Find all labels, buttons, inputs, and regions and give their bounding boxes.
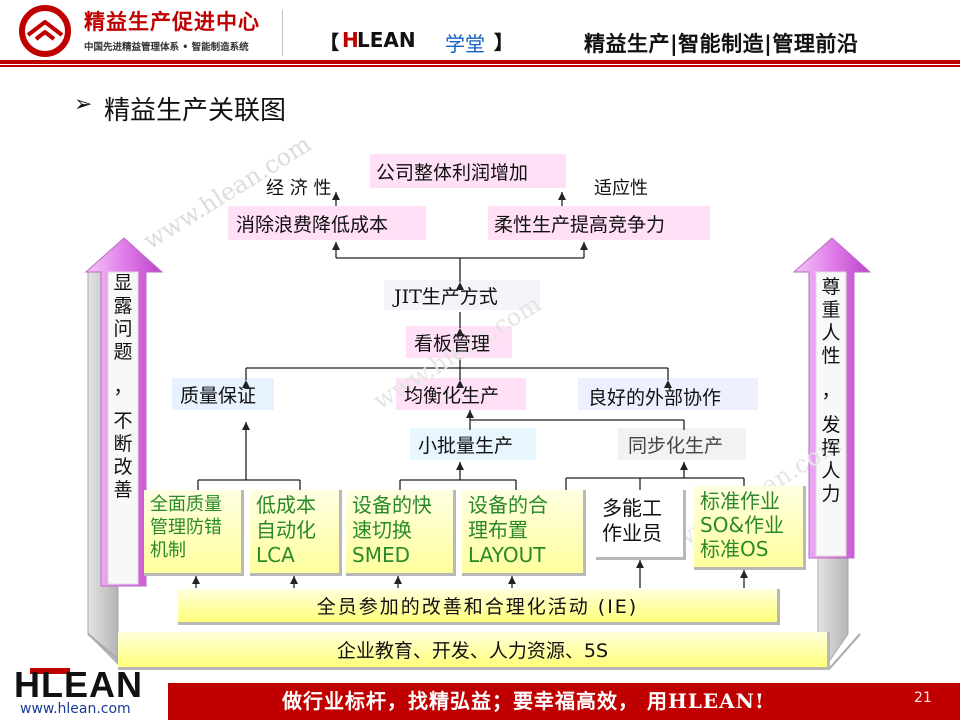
footer-logo: HLEAN (14, 664, 143, 705)
left-arrow-char: 问 (113, 318, 133, 340)
foundation-line: 设备的合 (468, 493, 548, 517)
header-rule (0, 60, 960, 64)
left-arrow-char: ， (113, 376, 133, 398)
foundation-line: 设备的快 (352, 493, 432, 517)
right-arrow-char: 尊 (821, 276, 841, 298)
brand-lean: LEAN (357, 28, 416, 52)
foundation-line: 机制 (150, 540, 186, 561)
foundation-smed-box: 设备的快 速切换 SMED (346, 490, 456, 576)
page-title: 精益生产关联图 (104, 96, 287, 126)
left-arrow-shape (84, 237, 164, 587)
jit-box: JIT生产方式 (394, 285, 498, 308)
foundation-line: 速切换 (352, 518, 412, 542)
enterprise-education-bar: 企业教育、开发、人力资源、5S (118, 632, 830, 670)
foundation-standard-work-box: 标准作业 SO&作业 标准OS (694, 486, 806, 570)
title-bullet-icon: ➢ (74, 92, 93, 117)
foundation-line: SO&作业 (700, 513, 785, 537)
left-arrow-char: 断 (113, 433, 133, 455)
foundation-line: 多能工 (602, 496, 662, 520)
adaptability-label: 适应性 (594, 178, 648, 199)
page-number: 21 (914, 690, 932, 706)
footer-logo-accent-icon (30, 668, 70, 674)
foundation-line: 标准作业 (700, 489, 780, 513)
arrowheads (192, 192, 748, 584)
left-arrow-char: 善 (113, 479, 133, 501)
foundation-lca-box: 低成本 自动化 LCA (250, 490, 342, 576)
brand-left-bracket: 【 (320, 32, 340, 54)
right-arrow-shape (792, 237, 872, 559)
header-divider (282, 10, 283, 56)
footer-url[interactable]: www.hlean.com (20, 701, 131, 717)
org-name: 精益生产促进中心 (84, 10, 260, 34)
synchronized-production-box: 同步化生产 (628, 434, 724, 457)
ie-activities-bar: 全员参加的改善和合理化活动 (IE) (178, 589, 780, 625)
leveled-production-box: 均衡化生产 (404, 384, 500, 407)
right-arrow-char: 人 (821, 322, 841, 344)
right-arrow-text: 尊 重 人 性 ， 发 挥 人 力 (819, 276, 843, 506)
right-arrow-char: 发 (821, 414, 841, 436)
foundation-line: 低成本 (256, 493, 316, 517)
foundation-multiskill-box: 多能工 作业员 (596, 490, 686, 560)
header-rule-thin (0, 65, 960, 67)
economy-label: 经 济 性 (266, 178, 332, 199)
left-arrow-char: 显 (113, 272, 133, 294)
footer-slogan: 做行业标杆，找精弘益；要幸福高效， 用HLEAN! (282, 689, 765, 713)
left-arrow-char: 改 (113, 456, 133, 478)
foundation-layout-box: 设备的合 理布置 LAYOUT (462, 490, 586, 576)
left-arrow-text: 显 露 问 题 ， 不 断 改 善 (111, 272, 135, 502)
foundation-line: SMED (352, 543, 410, 567)
quality-assurance-box: 质量保证 (180, 384, 257, 407)
foundation-line: 管理防错 (150, 517, 222, 538)
flexible-production-box: 柔性生产提高竞争力 (494, 213, 666, 236)
cost-reduction-box: 消除浪费降低成本 (236, 213, 389, 236)
logo-icon (19, 5, 71, 57)
foundation-line: 全面质量 (150, 494, 222, 515)
kanban-box: 看板管理 (414, 332, 491, 355)
header-slogan: 精益生产|智能制造|管理前沿 (584, 32, 859, 56)
header (0, 0, 960, 70)
brand-xuetang: 学堂 (445, 32, 485, 56)
foundation-line: 自动化 (256, 518, 316, 542)
right-arrow-char: 力 (821, 483, 841, 505)
right-arrow-char: 人 (821, 460, 841, 482)
foundation-line: LAYOUT (468, 543, 546, 567)
external-cooperation-box: 良好的外部协作 (588, 386, 722, 409)
foundation-tqm-box: 全面质量 管理防错 机制 (144, 490, 244, 576)
right-arrow-char: 挥 (821, 437, 841, 459)
left-arrow-char: 露 (113, 295, 133, 317)
foundation-line: 标准OS (700, 537, 769, 561)
brand-h: H (342, 28, 359, 52)
right-arrow-char: 性 (821, 345, 841, 367)
left-arrow-char: 题 (113, 341, 133, 363)
foundation-line: 作业员 (602, 521, 662, 545)
left-arrow-char: 不 (113, 410, 133, 432)
small-lot-box: 小批量生产 (418, 434, 514, 457)
org-tagline: 中国先进精益管理体系 • 智能制造系统 (84, 42, 249, 53)
right-arrow-char: ， (821, 380, 841, 402)
foundation-line: 理布置 (468, 518, 528, 542)
brand-right-bracket: 】 (494, 32, 514, 54)
footer-bar (168, 683, 960, 720)
label-highlights (172, 154, 758, 460)
profit-increase-box: 公司整体利润增加 (376, 161, 529, 184)
right-arrow-char: 重 (821, 299, 841, 321)
foundation-line: LCA (256, 543, 295, 567)
